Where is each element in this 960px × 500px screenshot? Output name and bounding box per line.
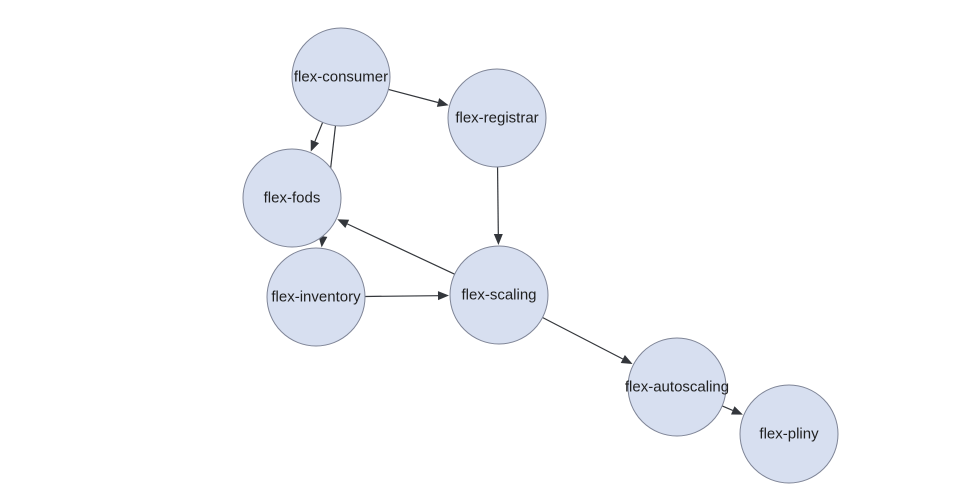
node-flex-pliny[interactable]: flex-pliny	[739, 384, 839, 484]
edge-line	[346, 223, 455, 275]
node-circle[interactable]	[739, 384, 839, 484]
node-label: flex-pliny	[759, 426, 819, 443]
edge-line	[496, 166, 499, 235]
arrowhead-icon	[436, 98, 449, 107]
node-flex-fods[interactable]: flex-fods	[242, 148, 342, 248]
arrowhead-icon	[620, 354, 633, 365]
node-label: flex-inventory	[271, 289, 361, 306]
edge-flex-registrar-to-flex-scaling	[493, 166, 503, 246]
node-label: flex-fods	[264, 190, 321, 207]
edge-line	[364, 295, 439, 298]
nodes-layer: flex-consumer flex-registrar flex-fods flex…	[242, 27, 839, 484]
node-flex-inventory[interactable]: flex-inventory	[266, 247, 366, 347]
arrowhead-icon	[337, 219, 350, 228]
node-circle[interactable]	[627, 337, 727, 437]
edge-line	[721, 405, 733, 411]
node-flex-scaling[interactable]: flex-scaling	[449, 245, 549, 345]
node-flex-autoscaling[interactable]: flex-autoscaling	[625, 337, 729, 437]
node-label: flex-registrar	[455, 110, 538, 127]
arrowhead-icon	[437, 291, 450, 301]
arrowhead-icon	[493, 233, 503, 246]
node-circle[interactable]	[266, 247, 366, 347]
edge-line	[388, 88, 439, 104]
arrowhead-icon	[310, 139, 320, 152]
edge-flex-scaling-to-flex-autoscaling	[542, 316, 633, 365]
node-circle[interactable]	[291, 27, 391, 127]
node-label: flex-scaling	[461, 287, 536, 304]
edge-flex-scaling-to-flex-fods	[337, 219, 455, 275]
node-circle[interactable]	[447, 68, 547, 168]
node-flex-consumer[interactable]: flex-consumer	[291, 27, 391, 127]
node-label: flex-autoscaling	[625, 379, 729, 396]
node-circle[interactable]	[242, 148, 342, 248]
edge-line	[314, 122, 324, 142]
edge-flex-consumer-to-flex-fods	[310, 122, 324, 152]
arrowhead-icon	[318, 235, 328, 248]
node-label: flex-consumer	[294, 69, 388, 86]
edge-flex-inventory-to-flex-scaling	[364, 291, 450, 301]
edge-flex-consumer-to-flex-registrar	[388, 88, 449, 107]
node-circle[interactable]	[449, 245, 549, 345]
node-flex-registrar[interactable]: flex-registrar	[447, 68, 547, 168]
edge-flex-autoscaling-to-flex-pliny	[721, 405, 743, 415]
edge-line	[542, 316, 624, 360]
arrowhead-icon	[731, 406, 743, 415]
